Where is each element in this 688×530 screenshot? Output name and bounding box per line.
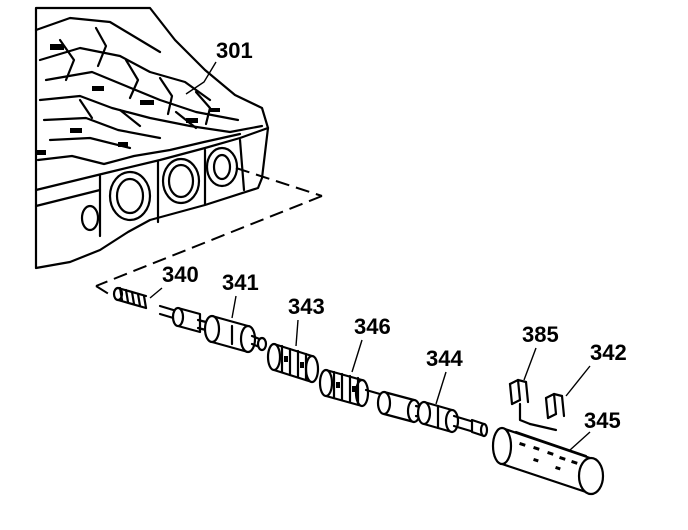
- assembly-dashed-lines: [95, 167, 323, 297]
- label-345: 345: [584, 408, 621, 433]
- leader-341: [231, 295, 237, 319]
- sleeve-345: [491, 426, 605, 496]
- label-344: 344: [426, 346, 463, 371]
- valve-341: [158, 304, 268, 354]
- label-346: 346: [354, 314, 391, 339]
- label-341: 341: [222, 270, 259, 295]
- leader-346: [351, 339, 363, 373]
- leader-340: [149, 287, 163, 299]
- leader-342: [565, 365, 591, 397]
- leader-345: [569, 431, 591, 451]
- leader-301: [185, 61, 217, 95]
- label-343: 343: [288, 294, 325, 319]
- leader-385: [523, 347, 537, 381]
- label-301: 301: [216, 38, 253, 63]
- spring-340: [112, 286, 148, 310]
- retainer-385: [508, 378, 532, 426]
- valve-body: [34, 6, 270, 270]
- label-342: 342: [590, 340, 627, 365]
- leader-343: [295, 319, 299, 347]
- retainer-342: [528, 392, 566, 432]
- spring-346: [318, 368, 382, 408]
- label-385: 385: [522, 322, 559, 347]
- leader-344: [435, 371, 447, 405]
- valve-344: [376, 390, 489, 438]
- label-340: 340: [162, 262, 199, 287]
- spring-343: [266, 342, 320, 384]
